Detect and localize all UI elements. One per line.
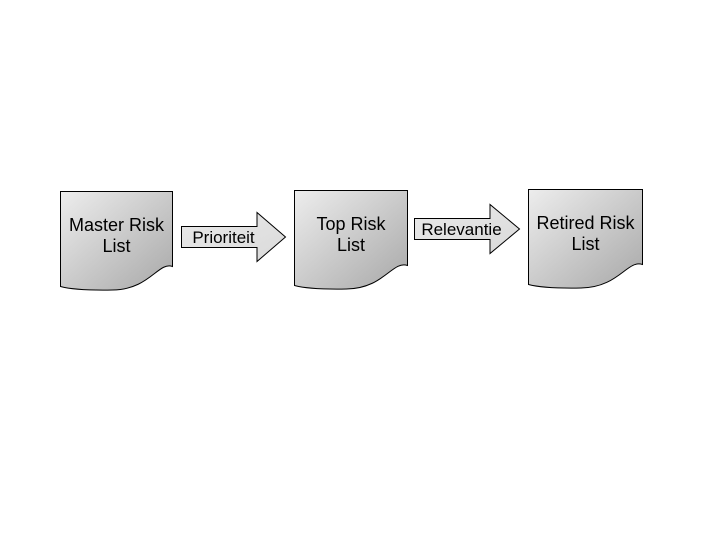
- document-shape-retired-risk-list: [528, 189, 643, 289]
- right-arrow-shape-relevantie: [414, 203, 521, 255]
- right-arrow-shape-prioriteit: [181, 211, 287, 263]
- document-shape-master-risk-list: [60, 191, 173, 291]
- document-shape-top-risk-list: [294, 190, 408, 290]
